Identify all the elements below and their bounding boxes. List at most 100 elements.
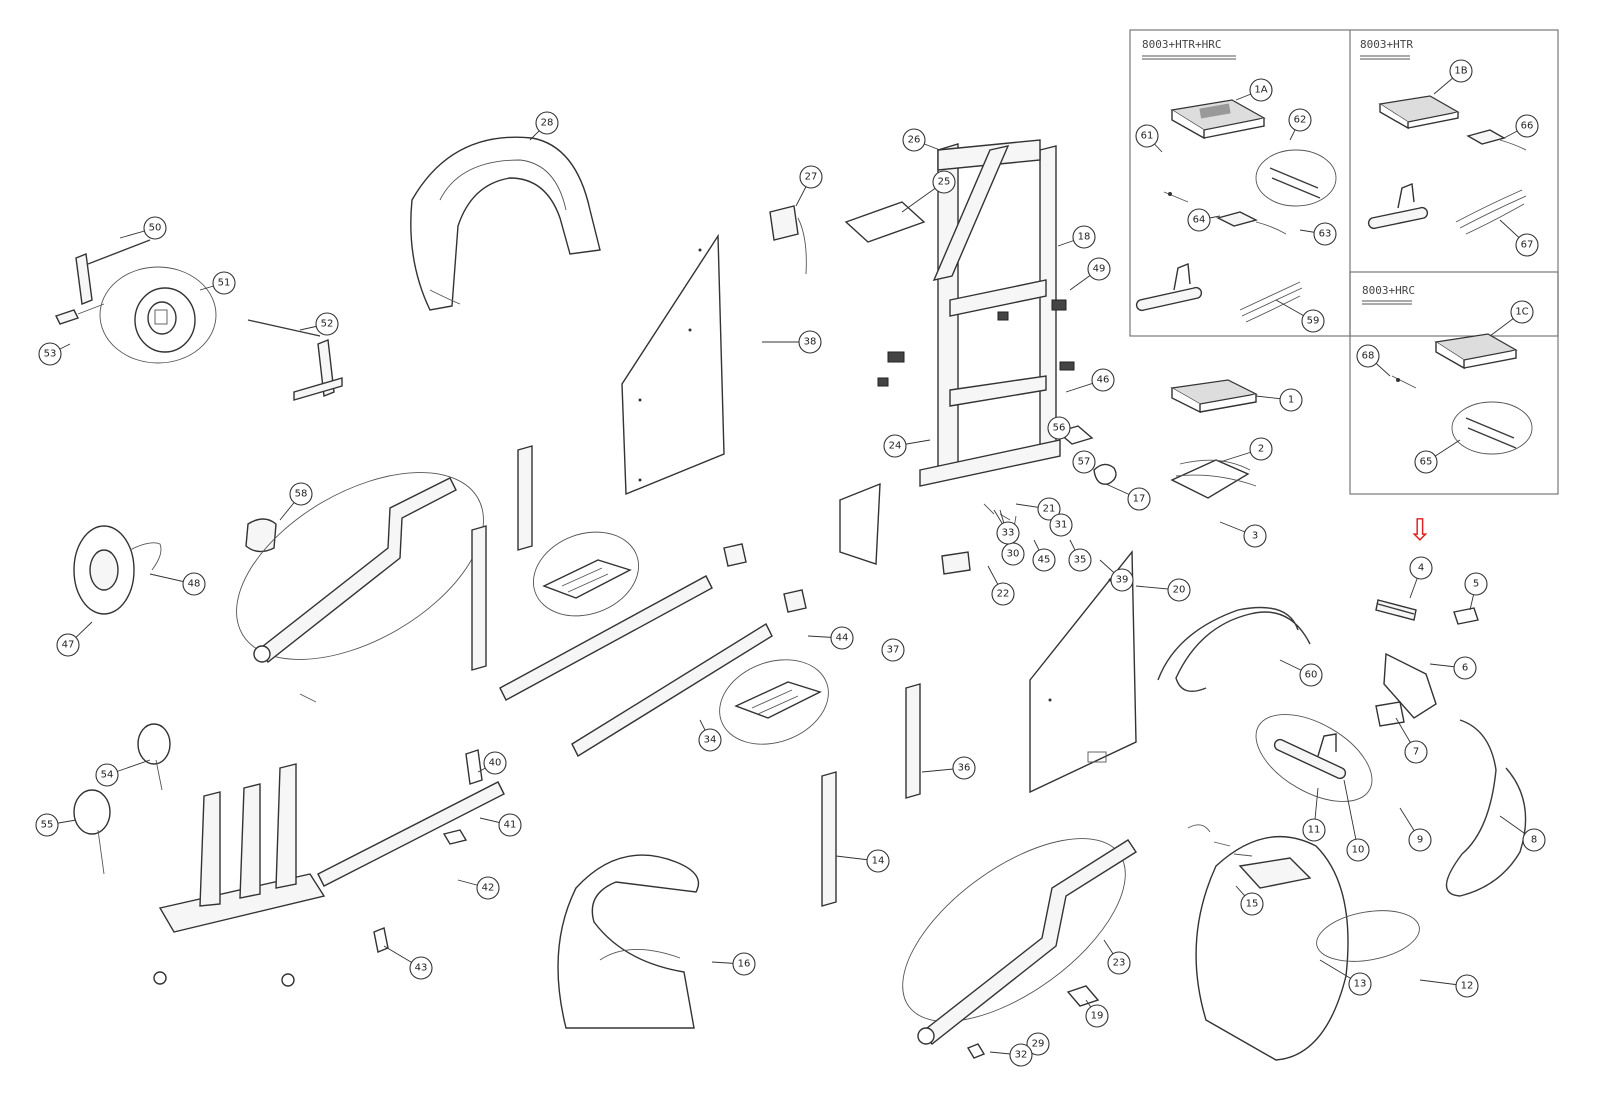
callout-number: 57 (1078, 457, 1091, 468)
callout-number: 23 (1113, 958, 1126, 969)
callout-number: 54 (101, 770, 114, 781)
callout-58: 58 (289, 482, 313, 506)
callout-10: 10 (1346, 838, 1370, 862)
callout-balloon (798, 330, 822, 354)
link-post-right-part (905, 683, 921, 799)
callout-30: 30 (1001, 542, 1025, 566)
callout-number: 55 (41, 820, 54, 831)
callout-balloon (1127, 487, 1151, 511)
callout-balloon (1087, 257, 1111, 281)
left-side-panel-part (621, 233, 725, 496)
adjust-knobs (73, 723, 171, 875)
callout-balloon (1346, 838, 1370, 862)
callout-54: 54 (95, 763, 119, 787)
callout-16: 16 (732, 952, 756, 976)
callout-balloon (483, 751, 507, 775)
callout-number: 44 (836, 633, 849, 644)
highlighted-part-4 (1375, 599, 1417, 621)
highlight-arrow-icon: ⇩ (1407, 513, 1432, 548)
callout-67: 67 (1515, 233, 1539, 257)
callout-balloon (1049, 513, 1073, 537)
callout-balloon (1522, 828, 1546, 852)
callout-balloon (1288, 108, 1312, 132)
callout-number: 1C (1515, 307, 1528, 318)
inset-panels: 8003+HTR+HRC 8003+HTR 8003+HRC (1129, 29, 1559, 495)
rail-right-part (571, 623, 773, 757)
callout-number: 28 (541, 118, 554, 129)
callout-number: 8 (1531, 835, 1537, 846)
callout-number: 5 (1473, 579, 1479, 590)
callout-5: 5 (1464, 572, 1488, 596)
callout-balloon (932, 170, 956, 194)
callout-balloon (1409, 556, 1433, 580)
callout-number: 64 (1193, 215, 1206, 226)
callout-balloon (1032, 548, 1056, 572)
callout-11: 11 (1302, 818, 1326, 842)
callout-number: 48 (188, 579, 201, 590)
callout-balloon (143, 216, 167, 240)
small-bracket-part (373, 927, 389, 953)
grip-pair-inset-c (1451, 401, 1533, 455)
callout-64: 64 (1187, 208, 1211, 232)
callout-29: 29 (1026, 1032, 1050, 1056)
callout-balloon (1449, 59, 1473, 83)
callout-number: 60 (1305, 670, 1318, 681)
callout-59: 59 (1301, 309, 1325, 333)
callout-8: 8 (1522, 828, 1546, 852)
callout-66: 66 (1515, 114, 1539, 138)
callout-number: 1A (1254, 85, 1267, 96)
callout-number: 66 (1521, 121, 1534, 132)
callout-number: 20 (1173, 585, 1186, 596)
callout-18: 18 (1072, 225, 1096, 249)
callout-balloon (952, 756, 976, 780)
console-part (1170, 379, 1258, 414)
callout-number: 53 (44, 349, 57, 360)
callout-balloon (1085, 1004, 1109, 1028)
handlebar-right-part (1445, 719, 1527, 897)
callout-number: 25 (938, 177, 951, 188)
callout-number: 30 (1007, 549, 1020, 560)
callout-number: 18 (1078, 232, 1091, 243)
callout-number: 19 (1091, 1011, 1104, 1022)
callout-45: 45 (1032, 548, 1056, 572)
callout-number: 58 (295, 489, 308, 500)
right-pedal-arm-part (921, 839, 1137, 1045)
callout-6: 6 (1453, 656, 1477, 680)
callout-balloon (498, 813, 522, 837)
inset-b-title: 8003+HTR (1360, 38, 1413, 51)
callout-balloon (902, 128, 926, 152)
callout-balloon (1453, 656, 1477, 680)
callout-number: 34 (704, 735, 717, 746)
callout-balloon (1408, 828, 1432, 852)
callout-balloon (1301, 309, 1325, 333)
pedal-left-part (542, 559, 632, 599)
callout-number: 42 (482, 883, 495, 894)
callout-17: 17 (1127, 487, 1151, 511)
callout-number: 3 (1252, 531, 1258, 542)
callout-1: 1 (1279, 388, 1303, 412)
callout-balloon (35, 813, 59, 837)
console-1a-part (1170, 99, 1266, 140)
callout-balloon (1243, 524, 1267, 548)
callout-balloon (315, 312, 339, 336)
callout-number: 21 (1043, 504, 1056, 515)
callout-34: 34 (698, 728, 722, 752)
callout-55: 55 (35, 813, 59, 837)
callout-23: 23 (1107, 951, 1131, 975)
callout-number: 9 (1417, 835, 1423, 846)
inset-c-title: 8003+HRC (1362, 284, 1415, 297)
callout-number: 65 (1420, 457, 1433, 468)
callout-25: 25 (932, 170, 956, 194)
callout-number: 17 (1133, 494, 1146, 505)
callout-balloon (289, 482, 313, 506)
callout-number: 47 (62, 640, 75, 651)
callout-balloon (1091, 368, 1115, 392)
callout-balloon (1404, 740, 1428, 764)
callout-number: 36 (958, 763, 971, 774)
callout-number: 24 (889, 441, 902, 452)
callout-balloon (1072, 450, 1096, 474)
callout-balloon (1107, 951, 1131, 975)
callout-48: 48 (182, 572, 206, 596)
grip-pair-inset-a (1255, 149, 1337, 207)
